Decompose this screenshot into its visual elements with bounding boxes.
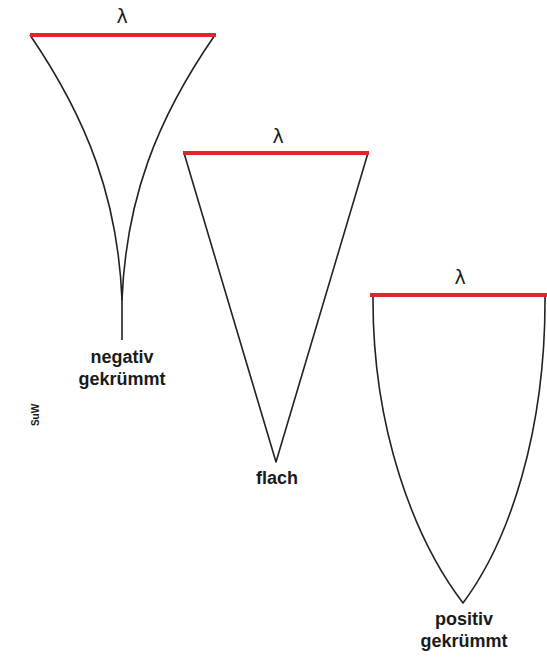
lambda-label: λ <box>454 266 465 289</box>
curvature-label: flach <box>256 468 298 490</box>
lambda-label: λ <box>116 5 127 28</box>
negative-curvature-shape <box>30 35 215 300</box>
curvature-label: positiv gekrümmt <box>420 609 507 652</box>
lambda-bar <box>370 293 547 297</box>
lambda-bar <box>183 151 369 155</box>
credit-label: SuW <box>30 404 42 426</box>
curvature-label: negativ gekrümmt <box>78 347 165 390</box>
positive-curvature-shape <box>373 295 545 603</box>
lambda-bar <box>30 33 216 37</box>
negative-curvature-stem <box>121 298 123 340</box>
lambda-label: λ <box>272 125 283 148</box>
flat-shape <box>184 153 368 462</box>
